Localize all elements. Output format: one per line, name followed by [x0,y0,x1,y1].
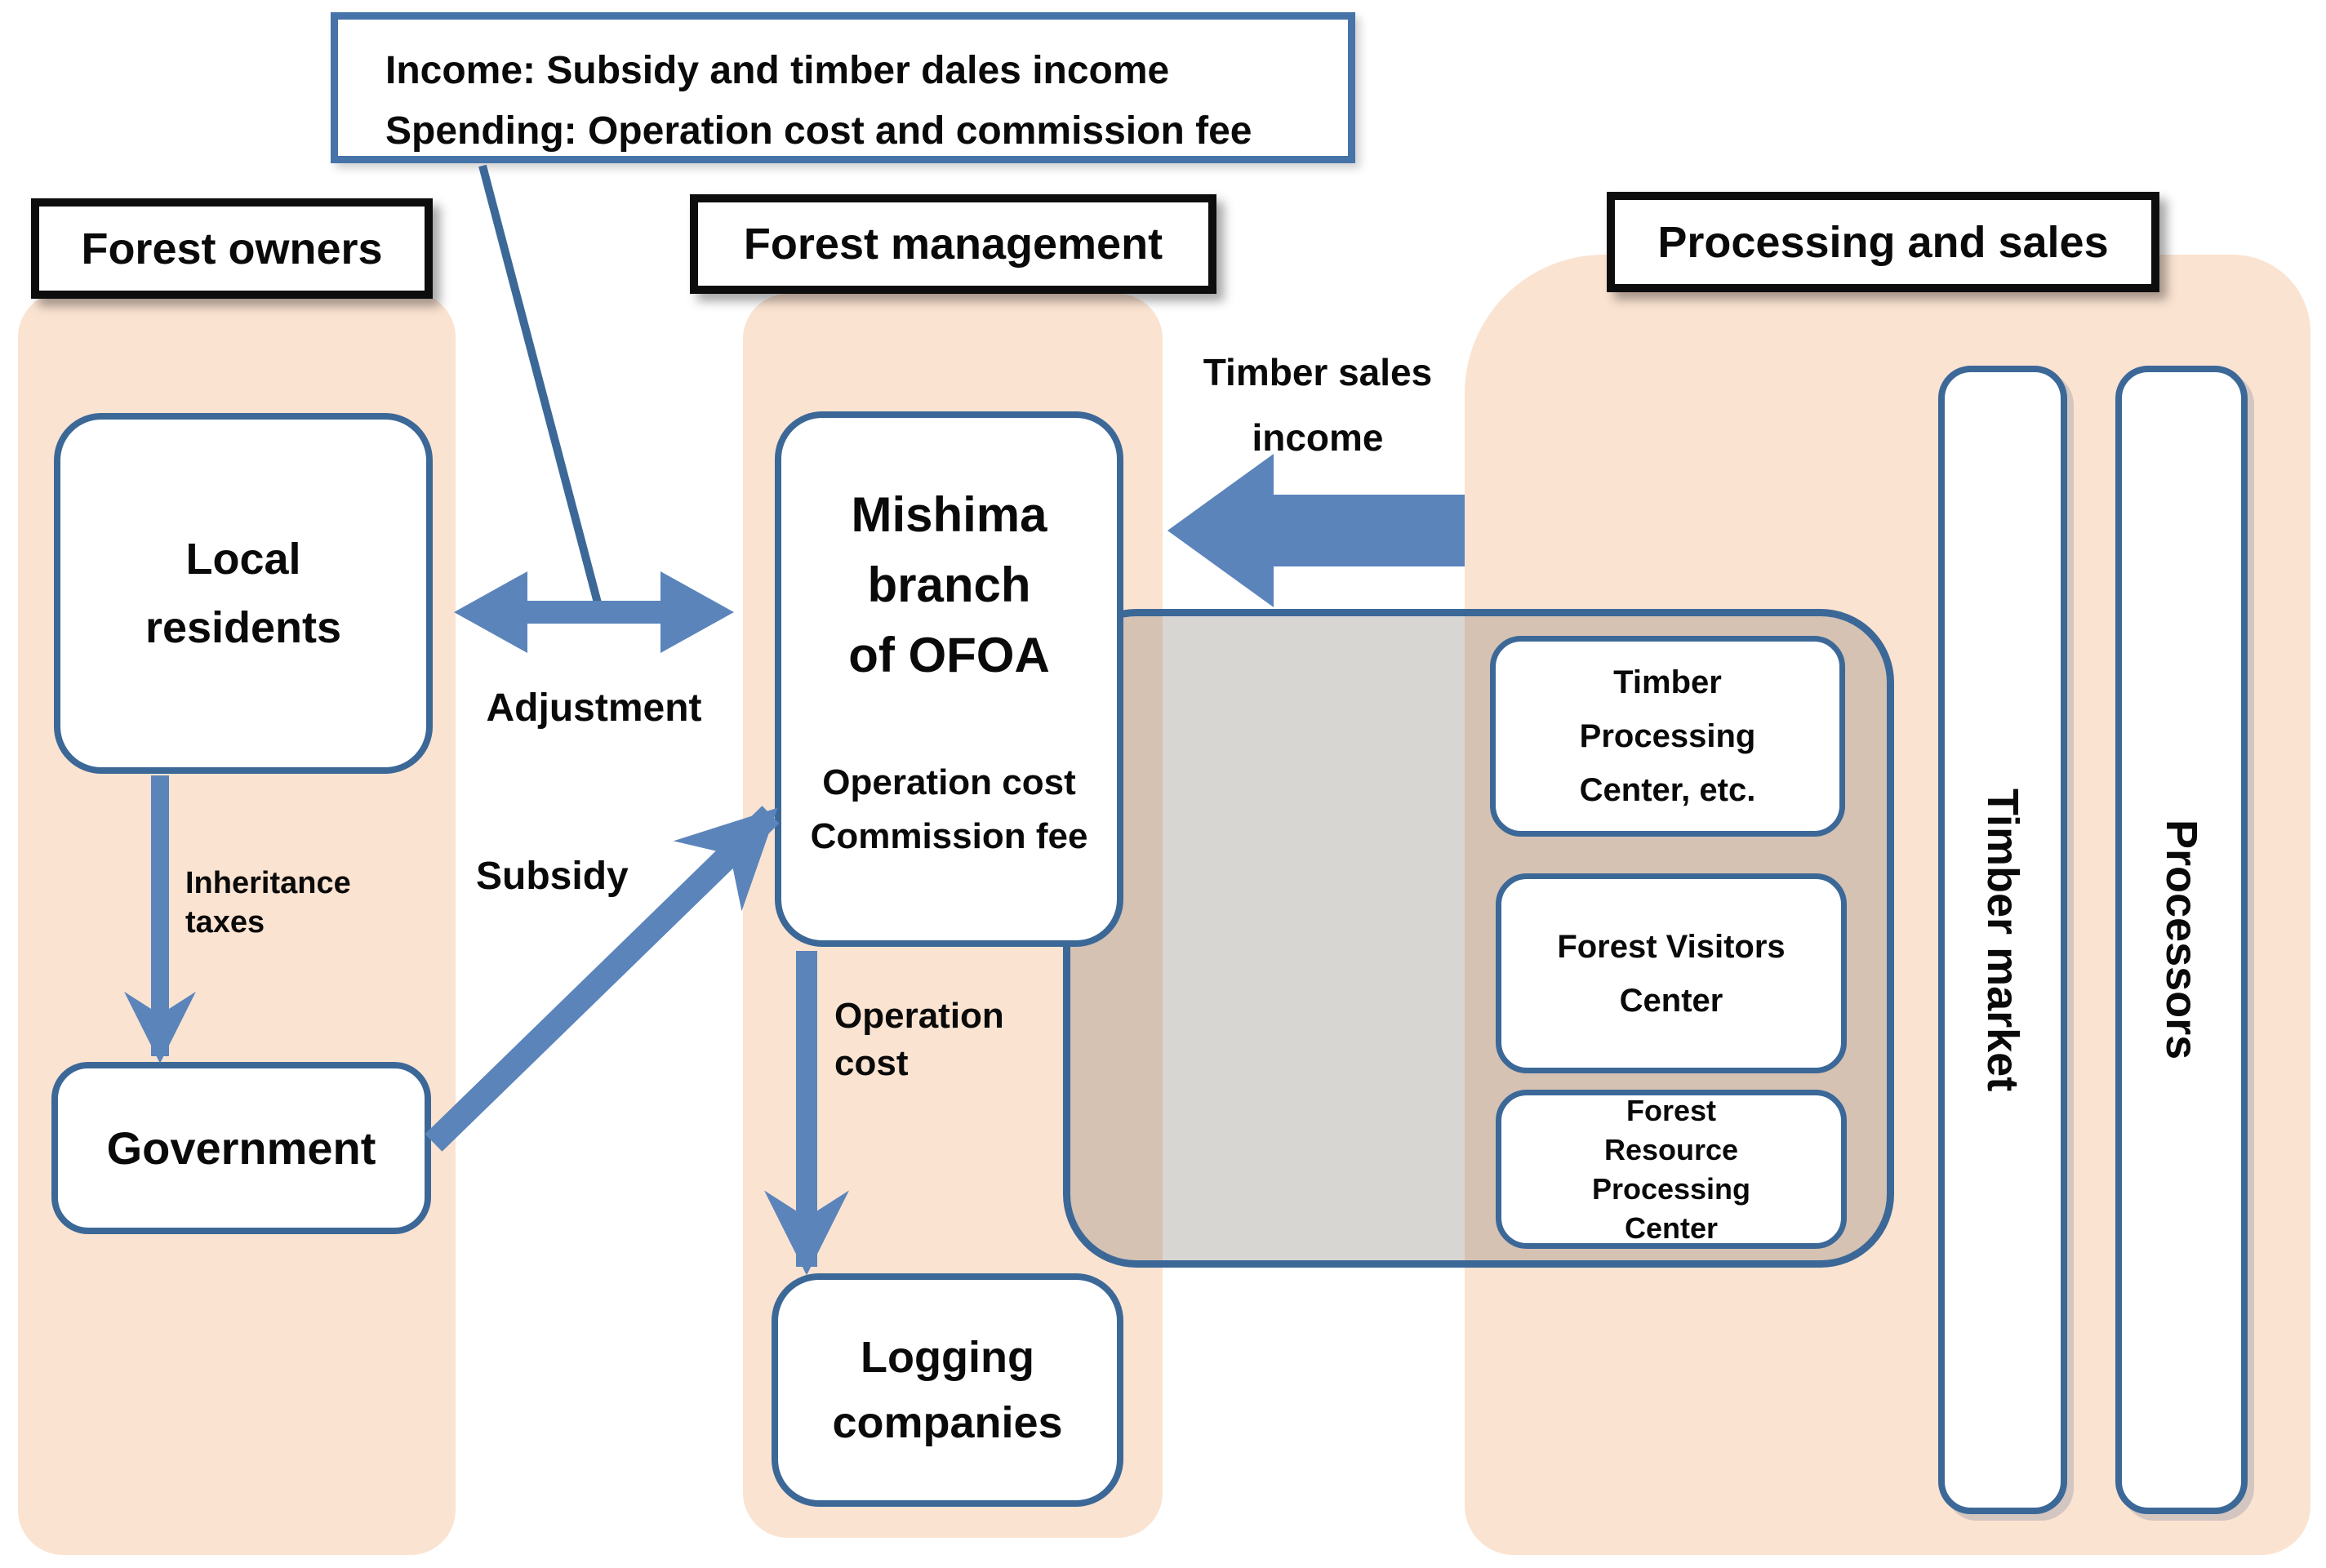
local-residents-label2: residents [145,603,342,652]
adjustment-arrow [454,571,734,653]
subsidy-arrow [425,806,780,1152]
processing-sales-header: Processing and sales [1607,192,2159,292]
processors-bar: Processors [2115,366,2248,1514]
inheritance-taxes-label: Inheritance taxes [185,866,351,939]
timber-processing-center-box: Timber Processing Center, etc. [1490,636,1845,837]
mishima-branch-title: Mishima branch of OFOA [848,487,1050,682]
income-spending-callout: Income: Subsidy and timber dales income … [331,12,1355,163]
forest-owners-header: Forest owners [31,198,433,299]
forest-resource-processing-center-box: Forest Resource Processing Center [1496,1090,1847,1249]
callout-connector-line [478,164,603,611]
processors-label: Processors [2157,820,2206,1060]
subsidy-label: Subsidy [476,855,629,898]
adjustment-label: Adjustment [486,686,702,730]
timber-sales-income-arrow [1167,454,1465,607]
local-residents-label: Local [185,535,301,584]
mishima-branch-box: Mishima branch of OFOA Operation cost Co… [775,411,1123,947]
timber-market-label: Timber market [1978,788,2027,1092]
logging-companies-box: Logging companies [772,1273,1123,1507]
forest-management-header: Forest management [690,194,1216,294]
callout-income-line: Income: Subsidy and timber dales income [385,49,1170,92]
callout-spending-line: Spending: Operation cost and commission … [385,109,1252,153]
local-residents-box: Local residents [54,413,433,774]
mishima-branch-subtext: Operation cost Commission fee [810,762,1088,856]
operation-cost-label: Operation cost [834,996,1004,1083]
forest-visitors-center-box: Forest Visitors Center [1496,873,1847,1073]
timber-market-bar: Timber market [1938,366,2067,1514]
government-label: Government [106,1122,376,1174]
government-box: Government [51,1062,431,1234]
timber-sales-income-label: Timber sales income [1203,351,1433,459]
